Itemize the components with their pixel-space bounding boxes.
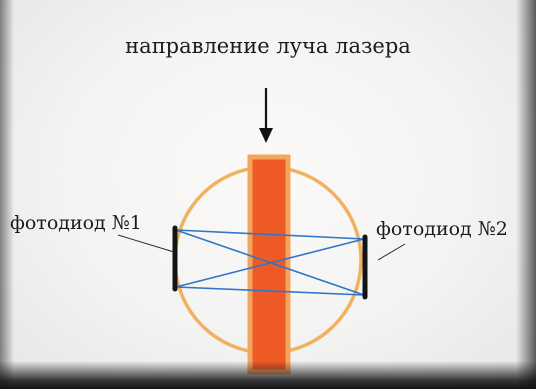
laser-direction-label: направление луча лазера (125, 34, 411, 58)
ray-top (175, 229, 365, 240)
ray-cross-up (175, 238, 365, 288)
ray-bottom (175, 286, 365, 296)
laser-bar (247, 154, 291, 375)
light-rays (175, 229, 365, 296)
photodiode-2-label: фотодиод №2 (376, 218, 508, 240)
photodiode-1-label: фотодиод №1 (10, 212, 142, 234)
photodiode-1-leader (117, 234, 175, 253)
photodiode-2-leader (377, 243, 406, 261)
laser-direction-arrow (259, 88, 273, 143)
